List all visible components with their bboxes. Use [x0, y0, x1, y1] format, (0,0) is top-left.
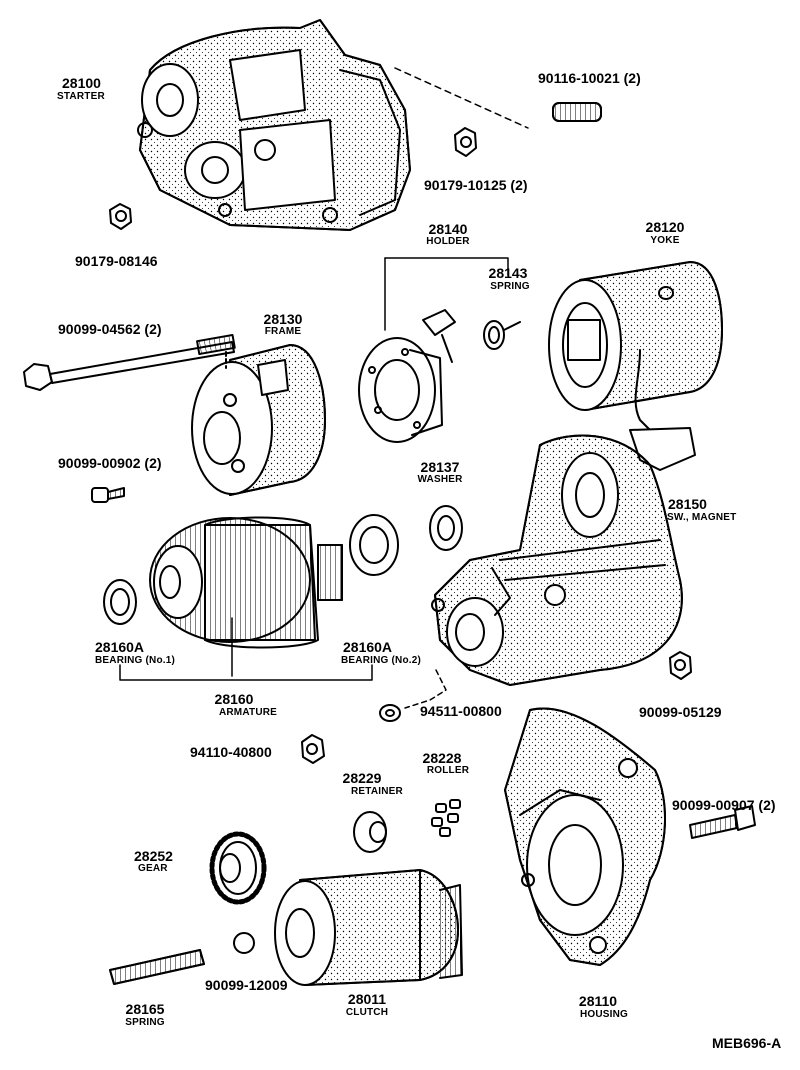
part-name-spring: SPRING	[125, 1017, 165, 1028]
part-number-spring: 28165	[125, 1001, 165, 1017]
washer-illustration	[429, 505, 463, 551]
part-number-retainer: 28229	[342, 770, 382, 786]
part-name-bearing-2: BEARING (No.2)	[341, 655, 422, 666]
starter-assembly-illustration	[137, 19, 411, 231]
frame-illustration	[191, 344, 326, 496]
leader-line	[394, 67, 529, 129]
magnet-switch-illustration	[431, 434, 683, 686]
clutch-illustration	[274, 869, 463, 986]
brush-spring-illustration	[483, 320, 521, 350]
part-name-washer: WASHER	[417, 474, 463, 485]
part-name-clutch: CLUTCH	[345, 1007, 389, 1018]
diagram-code: MEB696-A	[712, 1035, 782, 1051]
part-name-roller: ROLLER	[426, 765, 470, 776]
steel-ball-illustration	[233, 932, 255, 954]
part-number-magnet-switch: 28150	[668, 496, 707, 512]
yoke-illustration	[548, 261, 723, 471]
bracket-line	[119, 664, 373, 681]
part-name-gear: GEAR	[138, 863, 168, 874]
part-name-retainer: RETAINER	[351, 786, 403, 797]
part-number-yoke: 28120	[645, 219, 685, 235]
part-number-screw: 90099-00902 (2)	[58, 455, 162, 471]
armature-illustration	[149, 516, 343, 677]
part-name-starter: STARTER	[57, 91, 105, 102]
retainer-illustration	[353, 811, 387, 853]
leader-line	[404, 669, 447, 709]
part-number-spring-b: 28143	[488, 265, 528, 281]
part-name-yoke: YOKE	[650, 235, 680, 246]
part-number-roller: 28228	[422, 750, 462, 766]
part-number-starter: 28100	[62, 75, 101, 91]
part-number-housing-bolt: 90099-00907 (2)	[672, 797, 776, 813]
part-number-nut-d: 94110-40800	[190, 744, 272, 760]
stud-illustration	[552, 102, 602, 122]
part-name-holder: HOLDER	[426, 236, 470, 247]
part-number-washer: 28137	[420, 459, 460, 475]
part-name-spring-b: SPRING	[490, 281, 530, 292]
part-name-housing: HOUSING	[579, 1009, 629, 1020]
part-number-frame: 28130	[263, 311, 303, 327]
o-ring-illustration	[379, 704, 401, 722]
part-number-nut-a: 90179-10125 (2)	[424, 177, 528, 193]
part-number-o-ring: 94511-00800	[420, 703, 502, 719]
part-number-holder: 28140	[428, 221, 468, 237]
nut-illustration	[669, 651, 692, 680]
spring-illustration	[109, 949, 205, 985]
housing-bolt-illustration	[689, 805, 756, 839]
part-number-steel-ball: 90099-12009	[205, 977, 288, 993]
screw-illustration	[91, 487, 125, 503]
roller-illustration	[431, 799, 461, 837]
part-name-bearing-1: BEARING (No.1)	[95, 655, 176, 666]
housing-illustration	[504, 707, 667, 966]
part-name-armature: ARMATURE	[218, 707, 278, 718]
part-name-magnet-switch: SW., MAGNET	[667, 512, 737, 523]
part-name-frame: FRAME	[264, 326, 302, 337]
part-number-gear: 28252	[134, 848, 173, 864]
part-number-armature: 28160	[214, 691, 254, 707]
nut-illustration	[109, 127, 477, 230]
nut-illustration	[301, 734, 325, 764]
holder-illustration	[358, 257, 509, 443]
part-number-housing: 28110	[578, 993, 618, 1009]
part-number-clutch: 28011	[347, 991, 387, 1007]
through-bolt-illustration	[23, 333, 236, 391]
part-number-bearing-2: 28160A	[343, 639, 393, 655]
part-number-through-bolt: 90099-04562 (2)	[58, 321, 162, 337]
gear-illustration	[209, 831, 267, 905]
part-number-nut-b: 90179-08146	[75, 253, 158, 269]
part-number-stud: 90116-10021 (2)	[538, 70, 641, 86]
part-number-bearing-1: 28160A	[95, 639, 145, 655]
bearing-illustration	[103, 514, 399, 625]
part-number-nut-c: 90099-05129	[639, 704, 722, 720]
